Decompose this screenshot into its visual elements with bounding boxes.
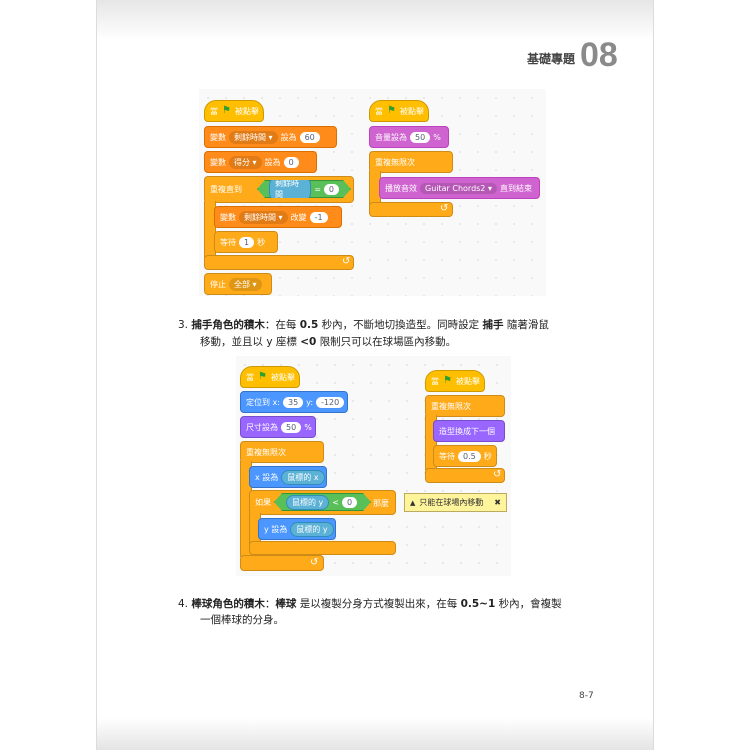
loop-arrow-icon: ↺ — [342, 256, 351, 267]
when-flag-clicked-hat: 當⚑被點擊 — [425, 370, 485, 392]
step-number: 3. — [178, 319, 189, 331]
step-3-paragraph-line2: 移動，並且以 y 座標 <0 限制只可以在球場區內移動。 — [200, 336, 457, 348]
when-flag-clicked-hat: 當⚑被點擊 — [240, 366, 300, 388]
loop-arrow-icon: ↺ — [440, 203, 449, 214]
stop-all-block: 停止全部 ▾ — [204, 273, 272, 295]
set-y-block: y 設為鼠標的 y — [258, 518, 336, 540]
green-flag-icon: ⚑ — [258, 371, 267, 382]
step-number: 4. — [178, 598, 189, 610]
green-flag-icon: ⚑ — [222, 105, 231, 116]
less-than-condition: 鼠標的 y<0 — [274, 493, 371, 511]
green-flag-icon: ⚑ — [387, 105, 396, 116]
if-then-bottom — [249, 541, 396, 555]
forever-block: 重複無限次 — [240, 441, 324, 463]
delete-comment-icon[interactable]: ✖ — [494, 498, 501, 507]
step-4-paragraph: 4. 棒球角色的積木：棒球 是以複製分身方式複製出來，在每 0.5~1 秒內，會… — [178, 598, 562, 610]
loop-arrow-icon: ↺ — [310, 557, 319, 568]
change-variable-block: 變數剩餘時間 ▾改變-1 — [214, 206, 342, 228]
green-flag-icon: ⚑ — [443, 375, 452, 386]
forever-block: 重複無限次 — [369, 151, 453, 173]
forever-block: 重複無限次 — [425, 395, 505, 417]
loop-arrow-icon: ↺ — [493, 469, 502, 480]
repeat-until-arm — [204, 201, 216, 258]
forever-bottom — [369, 202, 453, 217]
chapter-title: 基礎專題 — [527, 52, 576, 66]
page-top-band — [96, 0, 654, 40]
forever-bottom — [240, 555, 324, 571]
if-then-label: 那麼 — [373, 499, 389, 508]
when-flag-clicked-hat: 當⚑被點擊 — [369, 100, 429, 122]
page-bottom-band — [96, 718, 654, 750]
page-number: 8-7 — [579, 691, 594, 701]
when-flag-clicked-hat: 當⚑被點擊 — [204, 100, 264, 122]
set-x-block: x 設為鼠標的 x — [249, 466, 327, 488]
step-4-paragraph-line2: 一個棒球的分身。 — [200, 614, 284, 626]
step-3-paragraph: 3. 捕手角色的積木：在每 0.5 秒內，不斷地切換造型。同時設定 捕手 隨著滑… — [178, 319, 549, 331]
collapse-icon: ▲ — [410, 498, 416, 507]
code-comment: ▲ 只能在球場內移動 ✖ — [404, 493, 507, 512]
repeat-until-bottom — [204, 255, 354, 270]
page-right-edge — [653, 0, 654, 750]
chapter-number: 08 — [580, 36, 618, 74]
equals-condition: 剩餘時間=0 — [257, 180, 351, 198]
next-costume-block: 造型換成下一個 — [433, 420, 505, 442]
page-left-edge — [96, 0, 97, 750]
forever-bottom — [425, 468, 505, 483]
